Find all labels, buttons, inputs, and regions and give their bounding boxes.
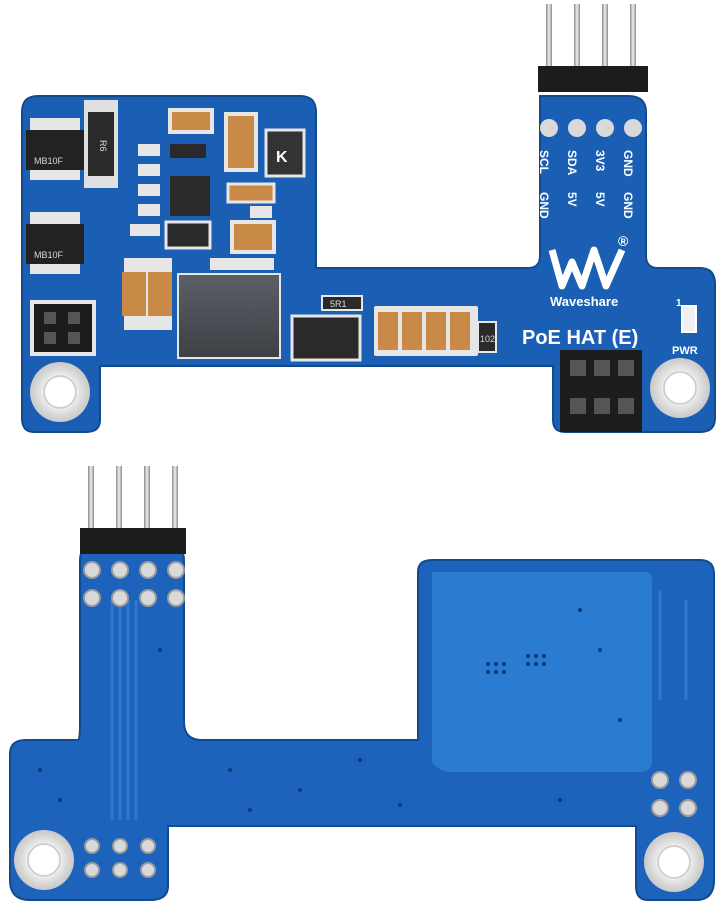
resistor-5r1-label: 5R1 bbox=[330, 299, 347, 309]
pin-label: SDA bbox=[565, 150, 579, 176]
pin-label: SCL bbox=[537, 150, 551, 174]
resistor-5r1 bbox=[321, 295, 363, 311]
solder-pads bbox=[83, 561, 697, 878]
power-led bbox=[681, 305, 697, 333]
pin-label: 5V bbox=[593, 192, 607, 207]
smd-cluster bbox=[122, 108, 276, 330]
waveshare-logo: ® Waveshare bbox=[548, 233, 629, 309]
resistor-r6-label: R6 bbox=[98, 140, 108, 152]
diode: K bbox=[264, 128, 306, 178]
bridge-rectifier-label: MB10F bbox=[34, 250, 64, 260]
power-led-label: PWR bbox=[672, 345, 698, 357]
bridge-rectifier: MB10F bbox=[26, 212, 84, 274]
power-inductor bbox=[177, 273, 281, 359]
resistor-102-label: 102 bbox=[480, 334, 495, 344]
header-4pin-top bbox=[538, 4, 648, 137]
mounting-hole-inner bbox=[663, 371, 697, 405]
brand-text: Waveshare bbox=[550, 294, 618, 309]
registered-mark: ® bbox=[618, 233, 629, 249]
mounting-hole-inner bbox=[657, 845, 691, 879]
resistor-102 bbox=[477, 321, 497, 353]
header-2x2 bbox=[30, 300, 96, 356]
pin-label: 3V3 bbox=[593, 150, 607, 172]
bridge-rectifier: MB10F bbox=[26, 118, 84, 180]
mosfet bbox=[290, 314, 362, 362]
diode-label: K bbox=[276, 149, 288, 166]
pin-label: GND bbox=[621, 192, 635, 219]
header-2x3 bbox=[560, 350, 642, 432]
mounting-hole-inner bbox=[27, 843, 61, 877]
pin-label: GND bbox=[621, 150, 635, 177]
bottom-pcb bbox=[9, 466, 715, 901]
product-name: PoE HAT (E) bbox=[522, 327, 638, 349]
pin-label: 5V bbox=[565, 192, 579, 207]
capacitor-bank bbox=[374, 306, 478, 356]
mounting-hole-inner bbox=[43, 375, 77, 409]
copper-pour bbox=[432, 572, 652, 772]
pin-label: GND bbox=[537, 192, 551, 219]
bridge-rectifier-label: MB10F bbox=[34, 156, 64, 166]
pin-labels: SCL SDA 3V3 GND GND 5V 5V GND bbox=[537, 150, 635, 219]
traces bbox=[110, 590, 688, 820]
header-4pin-bottom bbox=[80, 466, 186, 554]
vias bbox=[38, 608, 622, 812]
top-pcb: MB10F MB10F R6 bbox=[21, 4, 716, 433]
resistor-r6: R6 bbox=[84, 100, 118, 188]
led-ref: 1 bbox=[676, 298, 682, 309]
